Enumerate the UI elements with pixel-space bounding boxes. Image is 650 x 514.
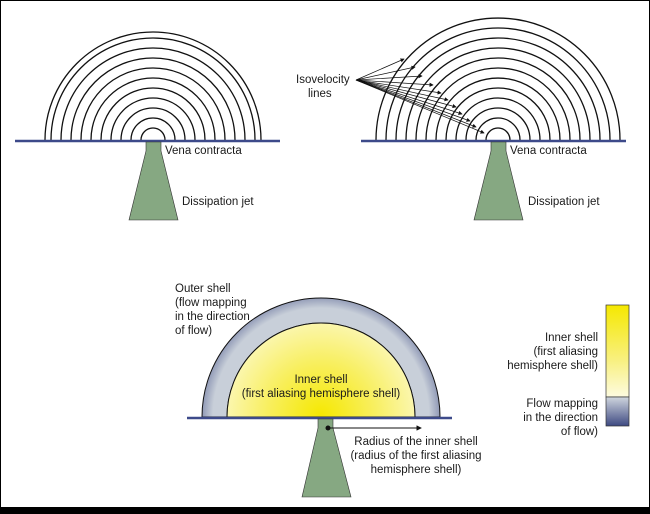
isovelocity-arrow xyxy=(355,79,477,128)
isovelocity-arc xyxy=(50,37,256,141)
vena-contracta-label-left: Vena contracta xyxy=(165,145,242,157)
isovelocity-label-line1: Isovelocity xyxy=(296,74,350,86)
isovelocity-arrow xyxy=(355,74,423,81)
isovelocity-arrow xyxy=(355,79,434,87)
isovelocity-arrow xyxy=(355,79,485,134)
legend-inner-line2: (first aliasing xyxy=(533,346,598,358)
isovelocity-arc xyxy=(110,97,196,141)
isovelocity-arc xyxy=(130,117,176,141)
isovelocity-arrow xyxy=(355,65,416,81)
outer-shell-label-line3: in the direction xyxy=(175,311,250,323)
isovelocity-arrow xyxy=(355,79,463,115)
isovelocity-arc xyxy=(60,47,246,141)
radius-label-line3: hemisphere shell) xyxy=(371,464,462,476)
isovelocity-arc xyxy=(435,77,561,141)
vena-contracta-label-right: Vena contracta xyxy=(510,145,587,157)
radius-label-line1: Radius of the inner shell xyxy=(354,436,477,448)
dissipation-jet-label-left: Dissipation jet xyxy=(182,196,254,208)
isovelocity-arcs-right xyxy=(375,17,621,141)
outer-shell-label-line1: Outer shell xyxy=(175,283,231,295)
radius-label-line2: (radius of the first aliasing xyxy=(350,450,481,462)
inner-shell-label-line2: (first aliasing hemisphere shell) xyxy=(242,388,401,400)
outer-shell-label-line4: of flow) xyxy=(175,325,212,337)
jet-bottom xyxy=(301,418,352,498)
legend-flow-line1: Flow mapping xyxy=(526,398,598,410)
isovelocity-arc xyxy=(80,67,226,141)
isovelocity-arc xyxy=(44,31,262,141)
legend-flow-line2: in the direction xyxy=(523,412,598,424)
legend-outer-swatch xyxy=(605,396,630,427)
legend-inner-line3: hemisphere shell) xyxy=(507,360,598,372)
jet-left xyxy=(128,141,179,221)
legend-flow-line3: of flow) xyxy=(561,426,598,438)
isovelocity-arc xyxy=(475,117,521,141)
isovelocity-arc xyxy=(375,17,621,141)
outer-shell-label-line2: (flow mapping xyxy=(175,297,247,309)
isovelocity-label-line2: lines xyxy=(308,88,332,100)
isovelocity-arc xyxy=(100,87,206,141)
isovelocity-arrow xyxy=(355,79,457,109)
jet-right xyxy=(473,141,524,221)
isovelocity-arc xyxy=(90,77,216,141)
isovelocity-arc xyxy=(465,107,531,141)
inner-shell-label-line1: Inner shell xyxy=(294,374,347,386)
isovelocity-arc xyxy=(455,97,541,141)
legend-inner-line1: Inner shell xyxy=(545,332,598,344)
inner-shell xyxy=(226,322,416,418)
isovelocity-arc xyxy=(405,47,591,141)
legend-inner-swatch xyxy=(605,304,630,398)
isovelocity-arrow xyxy=(355,79,471,122)
isovelocity-arrow xyxy=(355,79,449,102)
isovelocity-arc xyxy=(70,57,236,141)
isovelocity-arrow xyxy=(355,79,442,95)
isovelocity-arc xyxy=(120,107,186,141)
isovelocity-arc xyxy=(415,57,581,141)
isovelocity-arcs-left xyxy=(44,31,262,141)
isovelocity-arc xyxy=(140,127,166,141)
isovelocity-arc xyxy=(485,127,511,141)
isovelocity-arrow xyxy=(355,58,405,81)
isovelocity-pointer-arrows xyxy=(355,58,485,134)
dissipation-jet-label-right: Dissipation jet xyxy=(528,196,600,208)
